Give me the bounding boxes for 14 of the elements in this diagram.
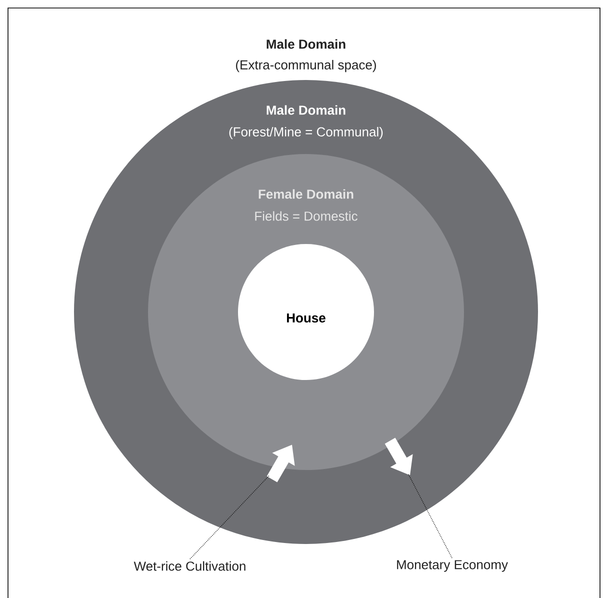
house-label: House bbox=[287, 313, 326, 323]
domain-subtitle: Fields = Domestic bbox=[255, 211, 358, 221]
domain-heading: Female Domain bbox=[258, 189, 354, 199]
callout-text: Monetary Economy bbox=[397, 560, 508, 572]
leader-line bbox=[408, 474, 452, 558]
domain-heading: Male Domain bbox=[266, 39, 346, 49]
block-arrow bbox=[384, 438, 413, 476]
block-arrow bbox=[266, 444, 295, 482]
domain-subtitle: (Forest/Mine = Communal) bbox=[229, 126, 383, 140]
callout-text: Wet-rice Cultivation bbox=[134, 561, 246, 571]
inner-circle bbox=[238, 244, 374, 380]
domain-heading: Male Domain bbox=[266, 105, 346, 115]
leader-line bbox=[190, 474, 270, 560]
domain-subtitle: (Extra-communal space) bbox=[236, 60, 376, 72]
